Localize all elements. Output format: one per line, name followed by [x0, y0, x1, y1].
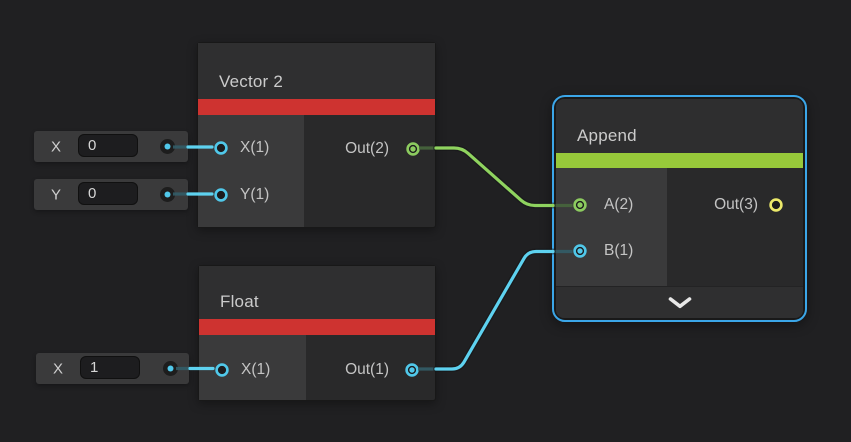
inline-input-x0[interactable]: X 0 [34, 131, 188, 162]
port-out2-icon[interactable] [404, 140, 422, 158]
node-append[interactable]: Append A(2) B(1) Out(3) [552, 95, 807, 322]
node-vector2-title: Vector 2 [219, 72, 283, 91]
node-append-accent-bar [556, 153, 803, 168]
port-y1-icon[interactable] [212, 186, 230, 204]
port-float-x1-label: X(1) [241, 361, 271, 378]
node-append-header[interactable]: Append [556, 99, 803, 153]
port-y1-label: Y(1) [240, 186, 270, 203]
node-float-accent-bar [199, 319, 435, 335]
inline-input-y0-label: Y [50, 186, 61, 203]
node-append-inner: Append A(2) B(1) Out(3) [556, 99, 803, 318]
node-append-input-panel [556, 167, 667, 287]
node-float-body [199, 335, 435, 400]
node-float-header[interactable]: Float [199, 266, 435, 319]
inline-input-x1-value: 1 [90, 359, 99, 376]
port-out2-label: Out(2) [345, 140, 389, 157]
inline-input-x0-label: X [50, 138, 61, 155]
node-vector2-accent-bar [198, 99, 435, 115]
inline-connector-dot-icon[interactable] [162, 360, 179, 377]
edge-float-out1-to-append-b1[interactable] [434, 249, 555, 371]
port-a2-label: A(2) [604, 196, 634, 213]
inline-input-x0-field[interactable]: 0 [78, 134, 138, 157]
port-out3-icon[interactable] [767, 196, 785, 214]
node-vector2-header[interactable]: Vector 2 [198, 43, 435, 99]
inline-connector-dot-icon[interactable] [159, 138, 176, 155]
chevron-down-icon [668, 296, 691, 308]
node-float[interactable]: Float X(1) Out(1) [198, 265, 436, 401]
inline-input-y0[interactable]: Y 0 [34, 179, 188, 210]
inline-connector-dot-icon[interactable] [159, 186, 176, 203]
node-float-title: Float [220, 292, 259, 311]
node-append-body [556, 167, 803, 287]
node-append-title: Append [577, 126, 637, 145]
port-out1-label: Out(1) [345, 361, 389, 378]
node-vector2-body [198, 115, 435, 227]
port-out1-icon[interactable] [403, 361, 421, 379]
inline-input-x1-label: X [52, 360, 63, 377]
inline-input-x0-value: 0 [88, 137, 97, 154]
port-x1-label: X(1) [240, 139, 270, 156]
port-float-x1-icon[interactable] [213, 361, 231, 379]
inline-input-y0-field[interactable]: 0 [78, 182, 138, 205]
node-vector2-input-panel [198, 115, 304, 227]
inline-input-x1-field[interactable]: 1 [80, 356, 140, 379]
inline-input-x1[interactable]: X 1 [36, 353, 189, 384]
port-b1-icon[interactable] [571, 242, 589, 260]
port-out3-label: Out(3) [714, 196, 758, 213]
port-x1-icon[interactable] [212, 139, 230, 157]
port-a2-icon[interactable] [571, 196, 589, 214]
edge-vector2-out2-to-append-a2[interactable] [434, 146, 555, 208]
port-b1-label: B(1) [604, 242, 634, 259]
node-append-collapse-button[interactable] [556, 286, 803, 318]
node-vector2[interactable]: Vector 2 X(1) Y(1) Out(2) [197, 42, 436, 228]
inline-input-y0-value: 0 [88, 185, 97, 202]
